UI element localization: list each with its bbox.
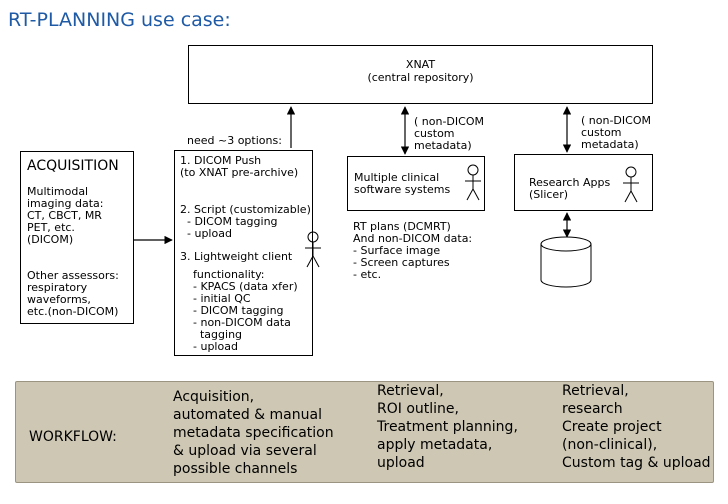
workflow-research: Retrieval, research Create project (non-… [562, 383, 711, 471]
options-label: need ~3 options: [187, 134, 282, 147]
network-disk-label: Network [545, 260, 587, 271]
acquisition-box: ACQUISITION Multimodal imaging data: CT,… [20, 151, 134, 324]
network-disk-label-2: Disk [555, 272, 577, 283]
clinical-software-box: Multiple clinical software systems [347, 156, 485, 211]
page-title: RT-PLANNING use case: [8, 9, 231, 31]
xnat-box: XNAT (central repository) [188, 45, 653, 104]
xnat-subtitle: (central repository) [367, 71, 474, 84]
acquisition-title: ACQUISITION [27, 158, 119, 174]
workflow-acquisition: Acquisition, automated & manual metadata… [173, 389, 334, 477]
workflow-clinical: Retrieval, ROI outline, Treatment planni… [377, 383, 518, 471]
workflow-panel: WORKFLOW: Acquisition, automated & manua… [15, 381, 714, 483]
research-apps-box: Research Apps (Slicer) [514, 154, 653, 211]
xnat-name: XNAT [405, 58, 436, 71]
options-box: 1. DICOM Push (to XNAT pre-archive) 2. S… [174, 150, 313, 356]
workflow-label: WORKFLOW: [29, 429, 117, 445]
